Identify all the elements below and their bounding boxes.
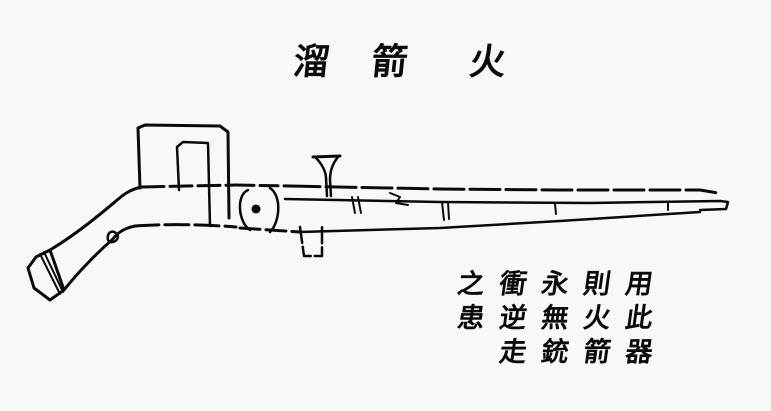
caption-char: 用: [623, 269, 655, 300]
caption-char: 之: [455, 269, 487, 300]
caption-char: 無: [539, 303, 571, 334]
caption-char: 患: [455, 303, 487, 334]
caption-text: 用 此 器 則 火 箭 永 無 銃 衝 逆 走 之 患: [446, 268, 656, 378]
caption-char: 衝: [497, 269, 529, 300]
caption-char: 此: [623, 303, 655, 334]
caption-column: 用 此 器: [622, 268, 656, 378]
barrel: [283, 184, 730, 234]
butt-cap: [26, 248, 66, 302]
caption-char: 永: [539, 269, 571, 300]
caption-column: 衝 逆 走: [496, 268, 530, 378]
caption-column: 永 無 銃: [538, 268, 572, 378]
caption-char: 器: [623, 337, 655, 368]
caption-column: 則 火 箭: [580, 268, 614, 378]
caption-column: 之 患: [454, 268, 488, 378]
funnel-touchhole: [311, 154, 342, 198]
stock: [48, 185, 144, 292]
caption-char: 箭: [581, 337, 613, 368]
caption-char: 逆: [497, 303, 529, 334]
pivot-wheel: [234, 183, 302, 234]
trigger-block: [298, 222, 324, 258]
caption-char: 火: [581, 303, 613, 334]
rear-frame: [133, 123, 238, 229]
caption-char: 則: [581, 269, 613, 300]
caption-char: 走: [497, 337, 529, 368]
caption-char: 銃: [539, 337, 571, 368]
